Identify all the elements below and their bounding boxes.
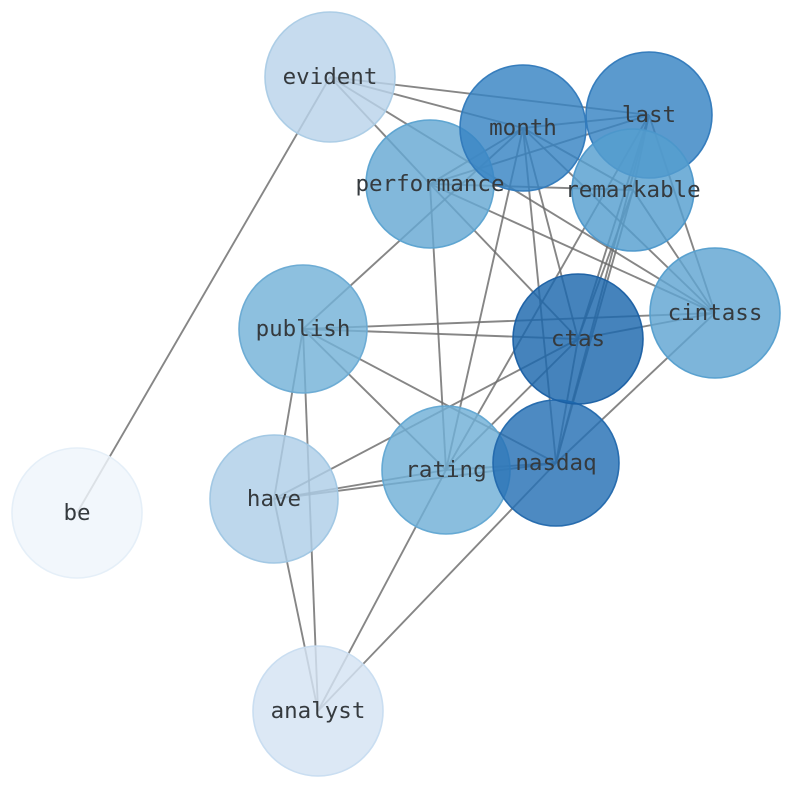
node-rating-circle	[381, 405, 511, 535]
node-be-circle	[11, 447, 143, 579]
node-have-circle	[209, 434, 339, 564]
edge-be-evident	[76, 76, 331, 514]
node-analyst-circle	[252, 645, 384, 777]
nodes-layer	[11, 11, 781, 777]
node-month-circle	[459, 64, 587, 192]
node-nasdaq-circle	[492, 399, 620, 527]
edge-publish-cintass	[302, 312, 716, 330]
node-evident-circle	[264, 11, 396, 143]
edge-evident-cintass	[329, 76, 716, 314]
node-remarkable-circle	[571, 128, 695, 252]
node-cintass-circle	[649, 247, 781, 379]
node-ctas-circle	[512, 273, 644, 405]
node-publish-circle	[238, 264, 368, 394]
